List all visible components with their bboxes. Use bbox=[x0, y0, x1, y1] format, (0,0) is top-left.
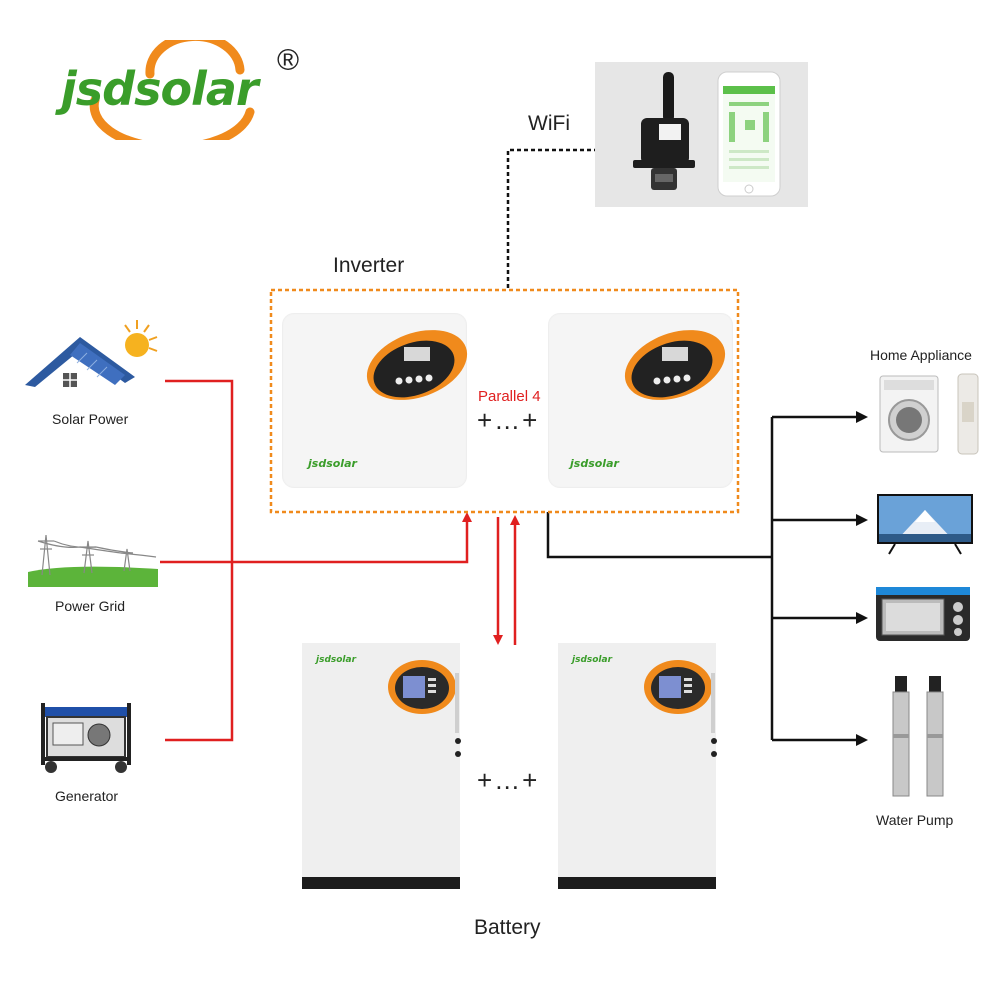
inverter-plus-text: +…+ bbox=[477, 405, 540, 435]
wifi-panel bbox=[595, 62, 808, 207]
inverter-panel-icon bbox=[624, 330, 726, 400]
battery-terminal bbox=[455, 738, 461, 744]
source-label-grid: Power Grid bbox=[55, 598, 126, 614]
battery-side-handle bbox=[711, 673, 715, 733]
water-pump-icon bbox=[892, 676, 944, 797]
battery-plus-text: +…+ bbox=[477, 765, 540, 795]
battery-panel-icon bbox=[388, 660, 456, 714]
washing-machine-icon bbox=[879, 373, 979, 455]
generator-icon bbox=[41, 703, 131, 773]
wifi-link-line bbox=[506, 148, 595, 288]
solar-line bbox=[165, 379, 234, 742]
tv-icon bbox=[877, 494, 973, 555]
inverter-unit-logo: jsdsolar bbox=[308, 457, 357, 470]
grid-line bbox=[160, 512, 472, 564]
battery-side-handle bbox=[455, 673, 459, 733]
battery-terminal bbox=[711, 738, 717, 744]
battery-terminal bbox=[711, 751, 717, 757]
inverter-panel-icon bbox=[366, 330, 468, 400]
battery-unit-2: jsdsolar bbox=[558, 643, 717, 888]
logo-text: jsdsolar bbox=[61, 62, 259, 116]
logo-swoosh-icon bbox=[89, 40, 255, 140]
battery-label: Battery bbox=[474, 916, 541, 939]
oven-icon bbox=[876, 587, 970, 641]
inverter-group-frame bbox=[269, 288, 740, 514]
inverter-unit-1: jsdsolar bbox=[282, 313, 468, 488]
battery-terminal bbox=[455, 751, 461, 757]
load-label-pump: Water Pump bbox=[876, 812, 954, 828]
inverter-unit-logo: jsdsolar bbox=[570, 457, 619, 470]
parallel-label: Parallel 4 bbox=[478, 388, 541, 405]
output-trunk-line bbox=[546, 512, 772, 559]
wifi-dongle-icon bbox=[633, 72, 695, 190]
source-label-solar: Solar Power bbox=[52, 411, 129, 427]
inverter-unit-2: jsdsolar bbox=[548, 313, 733, 488]
battery-unit-logo: jsdsolar bbox=[572, 655, 613, 665]
brand-logo: jsdsolar ® bbox=[55, 40, 315, 140]
battery-unit-1: jsdsolar bbox=[302, 643, 461, 888]
battery-panel-icon bbox=[644, 660, 712, 714]
wifi-label: WiFi bbox=[528, 112, 570, 135]
solar-house-icon bbox=[25, 320, 158, 387]
battery-base-1 bbox=[302, 877, 460, 889]
phone-app-icon bbox=[717, 71, 781, 197]
battery-unit-logo: jsdsolar bbox=[316, 655, 357, 665]
battery-base-2 bbox=[558, 877, 716, 889]
load-label-appliance: Home Appliance bbox=[870, 347, 972, 363]
power-grid-icon bbox=[28, 534, 158, 587]
inverter-label: Inverter bbox=[333, 254, 405, 277]
source-label-generator: Generator bbox=[55, 788, 119, 804]
registered-mark: ® bbox=[277, 44, 300, 77]
